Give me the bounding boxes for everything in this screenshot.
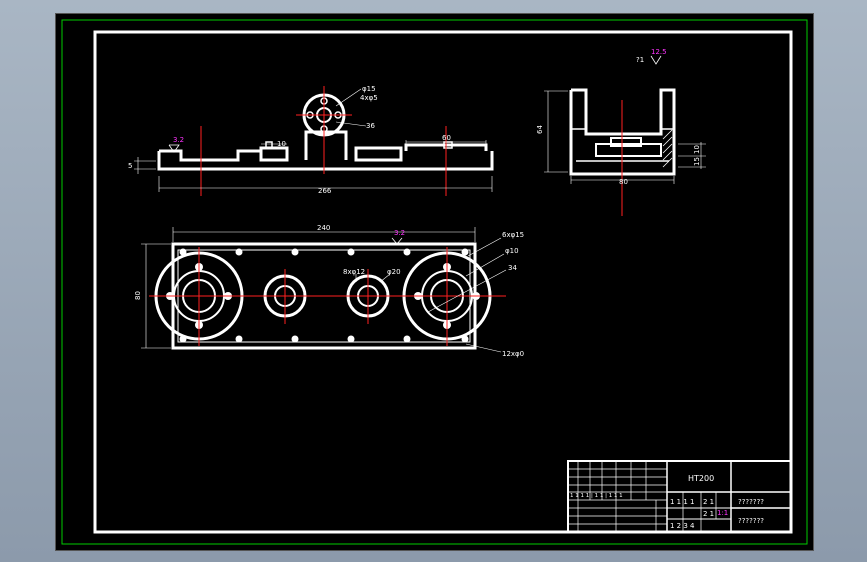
side-roughness-prefix: ?1: [636, 56, 644, 64]
callout-mid: φ20: [387, 268, 401, 276]
front-dim-10: 10: [277, 140, 286, 148]
front-dim-266: 266: [318, 187, 332, 195]
front-dims: [134, 88, 493, 192]
side-dim-10: 10: [693, 145, 701, 154]
side-hatch: [662, 129, 673, 168]
plan-dim-height: 80: [134, 291, 142, 300]
side-dim-width: 80: [619, 178, 628, 186]
front-dim-diameter: φ15: [362, 85, 376, 93]
cad-drawing: φ15 4xφ5 36 3.2 10 60 5 266 64 80 15 10 …: [61, 19, 808, 545]
title-rough-small: 1:1: [717, 509, 728, 517]
front-base-plate: [157, 151, 494, 171]
roughness-symbol-icon: [391, 237, 403, 245]
front-dim-holes: 4xφ5: [360, 94, 378, 102]
callout-r: 34: [508, 264, 517, 272]
side-bracket: [569, 88, 676, 176]
title-name-2: ???????: [738, 517, 764, 525]
front-view: [157, 93, 494, 171]
front-roughness: 3.2: [173, 136, 184, 144]
outer-frame: [61, 19, 808, 545]
title-block: [567, 460, 792, 533]
drawing-border: [93, 30, 793, 534]
front-dim-radius: 36: [366, 122, 375, 130]
title-name-1: ???????: [738, 498, 764, 506]
title-row-c: 2 1: [703, 510, 714, 518]
callout-top-holes: 6xφ15: [502, 231, 524, 239]
title-row-d: 1 2 3 4: [670, 522, 695, 530]
front-centerlines: [200, 86, 447, 196]
side-dims: [544, 90, 706, 184]
front-dim-5: 5: [128, 162, 132, 170]
title-row-b: 2 1: [703, 498, 714, 506]
title-row-a: 1 1 1 1: [670, 498, 695, 506]
plan-centerlines: [149, 247, 506, 346]
title-mid-label: 1 1 1 1 | 1 1 | 1 1 1: [570, 493, 623, 499]
callout-small-holes: 8xφ12: [343, 268, 365, 276]
plan-dims: [141, 227, 507, 353]
front-dim-60: 60: [442, 134, 451, 142]
plan-roughness: 3.2: [394, 229, 405, 237]
side-dim-height: 64: [536, 125, 544, 134]
callout-bottom: 12xφ0: [502, 350, 524, 358]
roughness-symbol-icon: [650, 55, 662, 65]
callout-outer: φ10: [505, 247, 519, 255]
drawing-canvas[interactable]: φ15 4xφ5 36 3.2 10 60 5 266 64 80 15 10 …: [55, 13, 814, 551]
side-roughness: 12.5: [651, 48, 667, 56]
side-dim-15: 15: [693, 157, 701, 166]
plan-dim-length: 240: [317, 224, 330, 232]
roughness-symbol-icon: [168, 144, 180, 153]
drawing-number: HT200: [688, 474, 714, 483]
